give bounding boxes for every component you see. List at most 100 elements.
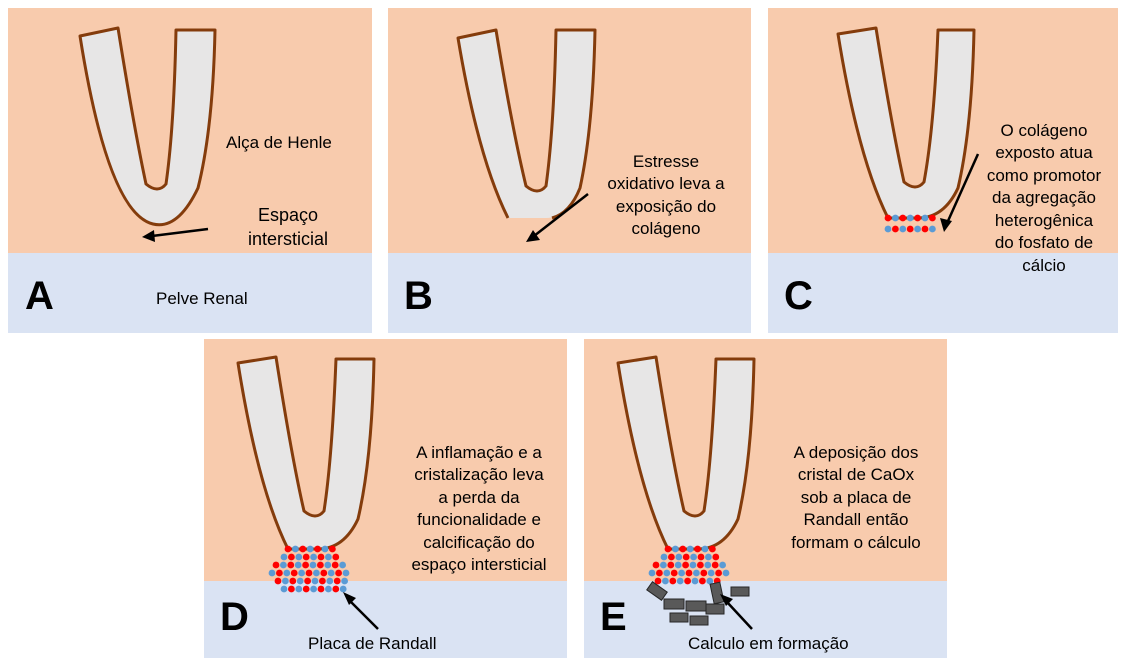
crystal-dot xyxy=(332,554,339,561)
crystal-dot xyxy=(653,562,660,569)
crystal-dot xyxy=(669,578,676,585)
crystal-dot xyxy=(914,226,921,233)
crystal-dot xyxy=(302,562,309,569)
caox-crystal xyxy=(686,601,706,611)
crystal-dot xyxy=(671,570,678,577)
crystal-dot xyxy=(723,570,730,577)
crystal-dot xyxy=(320,570,327,577)
crystal-dot xyxy=(287,562,294,569)
crystal-dot xyxy=(318,586,325,593)
crystal-dot xyxy=(304,578,311,585)
loop-of-henle xyxy=(80,28,215,225)
crystal-dot xyxy=(678,570,685,577)
crystal-dot xyxy=(310,554,317,561)
caox-crystal xyxy=(731,587,749,596)
calculus-arrow xyxy=(727,602,752,629)
crystal-dot xyxy=(273,562,280,569)
crystal-dot xyxy=(319,578,326,585)
crystal-dot xyxy=(712,562,719,569)
crystal-dot xyxy=(684,578,691,585)
crystal-dot xyxy=(281,586,288,593)
panel-c-description: O colágeno exposto atua como promotor da… xyxy=(982,120,1106,277)
crystal-dot xyxy=(295,586,302,593)
crystal-dot xyxy=(343,570,350,577)
crystal-dot xyxy=(297,578,304,585)
crystal-dot xyxy=(291,570,298,577)
crystal-dot xyxy=(329,546,336,553)
caox-crystal xyxy=(706,604,724,614)
crystal-dot xyxy=(325,586,332,593)
crystal-dot xyxy=(310,586,317,593)
crystal-dot xyxy=(325,554,332,561)
crystal-dot xyxy=(693,570,700,577)
crystal-dot xyxy=(892,226,899,233)
crystal-dot xyxy=(677,578,684,585)
crystal-dot xyxy=(690,554,697,561)
caox-crystal xyxy=(690,616,708,625)
crystal-dot xyxy=(334,578,341,585)
crystal-dot xyxy=(649,570,656,577)
crystal-dot xyxy=(288,554,295,561)
crystal-dot xyxy=(668,554,675,561)
crystal-dot xyxy=(314,546,321,553)
crystal-dot xyxy=(899,215,906,222)
crystal-dot xyxy=(313,570,320,577)
panel-letter-b: B xyxy=(404,276,433,316)
crystal-dot xyxy=(295,562,302,569)
crystal-dot xyxy=(698,554,705,561)
crystal-dot xyxy=(700,570,707,577)
crystal-dot xyxy=(712,554,719,561)
crystal-dot xyxy=(307,546,314,553)
crystal-dot xyxy=(332,586,339,593)
crystal-dot xyxy=(340,586,347,593)
alca-de-henle-label: Alça de Henle xyxy=(226,132,340,154)
crystal-dot xyxy=(690,562,697,569)
crystal-dot xyxy=(661,554,668,561)
crystal-dot xyxy=(310,562,317,569)
crystal-dot xyxy=(675,554,682,561)
crystal-dot xyxy=(683,554,690,561)
crystal-dot xyxy=(922,215,929,222)
crystal-dot xyxy=(715,570,722,577)
crystal-dot xyxy=(885,226,892,233)
crystal-dot xyxy=(322,546,329,553)
crystal-dot xyxy=(292,546,299,553)
panel-d: A inflamação e a cristalização leva a pe… xyxy=(204,339,567,658)
pelve-renal-label: Pelve Renal xyxy=(156,288,248,310)
crystal-dot xyxy=(299,546,306,553)
caox-crystal xyxy=(664,599,684,609)
crystal-dot xyxy=(341,578,348,585)
randall-plaque-crystals xyxy=(649,546,730,585)
crystal-dot xyxy=(708,570,715,577)
crystal-dot xyxy=(709,546,716,553)
crystal-dot xyxy=(914,215,921,222)
panel-letter-c: C xyxy=(784,276,813,316)
crystal-dot xyxy=(312,578,319,585)
loop-of-henle xyxy=(238,357,374,549)
panel-c: O colágeno exposto atua como promotor da… xyxy=(768,8,1118,333)
calcium-phosphate-cluster xyxy=(885,215,936,233)
crystal-dot xyxy=(922,226,929,233)
crystal-dot xyxy=(298,570,305,577)
loop-of-henle xyxy=(838,28,974,218)
crystal-dot xyxy=(660,562,667,569)
panel-d-description: A inflamação e a cristalização leva a pe… xyxy=(396,442,562,577)
espaco-intersticial-label: Espaço intersticial xyxy=(248,204,328,252)
crystal-dot xyxy=(288,586,295,593)
crystal-dot xyxy=(702,546,709,553)
crystal-dot xyxy=(269,570,276,577)
crystal-dot xyxy=(328,570,335,577)
crystal-dot xyxy=(692,578,699,585)
crystal-dot xyxy=(326,578,333,585)
crystal-dot xyxy=(276,570,283,577)
crystal-dot xyxy=(907,215,914,222)
caox-crystal xyxy=(710,582,724,604)
crystal-dot xyxy=(899,226,906,233)
caox-crystal xyxy=(647,582,667,601)
crystal-dot xyxy=(275,578,282,585)
crystal-dot xyxy=(682,562,689,569)
panel-e: A deposição dos cristal de CaOx sob a pl… xyxy=(584,339,947,658)
panel-letter-e: E xyxy=(600,597,627,637)
crystal-dot xyxy=(667,562,674,569)
caox-crystal xyxy=(670,613,688,622)
